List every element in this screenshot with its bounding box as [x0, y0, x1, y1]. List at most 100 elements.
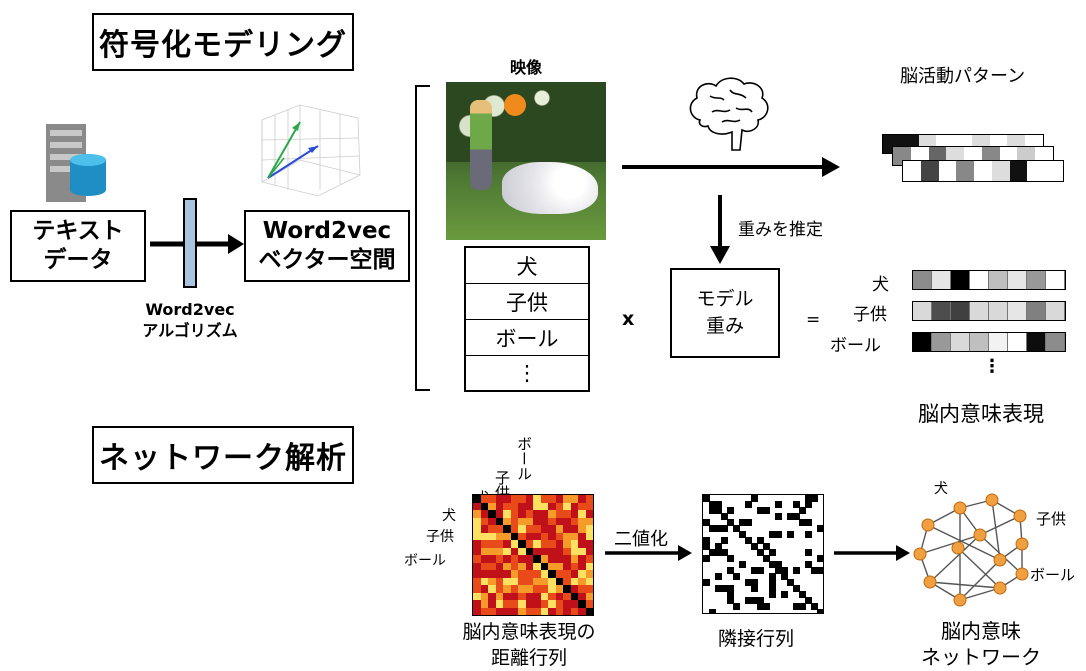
rep-cell	[989, 333, 1008, 351]
adj-cell	[715, 507, 722, 514]
heat-cell	[585, 532, 593, 541]
adj-cell	[781, 573, 788, 580]
heat-cell	[533, 532, 541, 541]
adj-cell	[769, 591, 776, 598]
heat-cell	[510, 502, 519, 511]
rep-cell	[913, 271, 932, 289]
heat-cell	[563, 547, 571, 556]
rep-cell	[1008, 333, 1027, 351]
adj-cell	[703, 579, 710, 586]
heat-cell	[495, 555, 504, 563]
heat-cell	[570, 592, 579, 601]
adj-cell	[721, 537, 728, 544]
adj-cell	[769, 549, 776, 556]
heat-cell	[488, 592, 496, 601]
heat-cell	[525, 592, 534, 601]
heat-cell	[570, 510, 579, 518]
heat-cell	[533, 502, 541, 511]
heat-cell	[563, 607, 571, 615]
heat-cell	[488, 547, 496, 556]
adj-cell	[745, 537, 752, 544]
heat-cell	[570, 532, 579, 541]
adj-cell	[727, 555, 734, 562]
heat-cell	[503, 577, 511, 586]
heat-cell	[540, 510, 549, 518]
heat-cell	[585, 540, 593, 548]
heat-cell	[578, 555, 586, 563]
adj-cell	[805, 501, 812, 508]
heat-cell	[533, 562, 541, 571]
heat-cell	[585, 555, 593, 563]
heat-cell	[473, 547, 481, 556]
matrix-caption: 脳内意味表現の 距離行列	[462, 621, 596, 669]
heat-cell	[578, 510, 586, 518]
rep-cell	[1027, 302, 1046, 320]
heat-cell	[570, 502, 579, 511]
row-label-child: 子供	[426, 529, 454, 545]
heat-cell	[473, 577, 481, 586]
rep-cell	[1027, 333, 1046, 351]
adj-cell	[745, 579, 752, 586]
heat-cell	[570, 547, 579, 556]
adj-cell	[805, 519, 812, 526]
heat-cell	[480, 600, 489, 608]
heat-cell	[480, 577, 489, 586]
adj-cell	[817, 555, 823, 562]
heat-cell	[510, 562, 519, 571]
heat-cell	[510, 577, 519, 586]
heat-cell	[555, 540, 564, 548]
adj-cell	[763, 555, 770, 562]
heat-cell	[473, 495, 481, 503]
adj-cell	[751, 585, 758, 592]
adj-cell	[799, 591, 806, 598]
adj-cell	[787, 579, 794, 586]
adj-cell	[709, 525, 716, 532]
heat-cell	[555, 517, 564, 526]
adj-cell	[703, 555, 710, 562]
adj-cell	[721, 525, 728, 532]
server-icon	[46, 124, 106, 202]
heat-cell	[555, 510, 564, 518]
heat-cell	[495, 510, 504, 518]
heat-cell	[510, 585, 519, 593]
heat-cell	[503, 555, 511, 563]
heat-cell	[540, 585, 549, 593]
heat-cell	[548, 577, 556, 586]
adj-cell	[793, 603, 800, 610]
heat-cell	[585, 502, 593, 511]
rep-cell	[932, 302, 951, 320]
heat-cell	[563, 502, 571, 511]
brain-pattern-label: 脳活動パターン	[900, 66, 1026, 87]
heat-cell	[473, 570, 481, 578]
adj-cell	[739, 561, 746, 568]
heat-cell	[548, 540, 556, 548]
heat-cell	[495, 532, 504, 541]
adj-cell	[763, 603, 770, 610]
heat-cell	[480, 525, 489, 533]
adj-cell	[703, 495, 710, 502]
adj-cell	[727, 591, 734, 598]
heat-cell	[518, 532, 526, 541]
heat-cell	[473, 585, 481, 593]
heat-cell	[480, 570, 489, 578]
adj-cell	[751, 495, 758, 502]
adj-cell	[715, 585, 722, 592]
heat-cell	[503, 592, 511, 601]
word-list: 犬 子供 ボール ⋮	[464, 246, 590, 392]
heat-cell	[510, 517, 519, 526]
heat-cell	[563, 525, 571, 533]
heat-cell	[480, 495, 489, 503]
heat-cell	[585, 525, 593, 533]
heat-cell	[563, 555, 571, 563]
adj-cell	[769, 579, 776, 586]
heat-cell	[488, 525, 496, 533]
adj-cell	[793, 513, 800, 520]
heat-cell	[585, 562, 593, 571]
rep-cell	[970, 302, 989, 320]
heat-cell	[533, 517, 541, 526]
heat-cell	[488, 562, 496, 571]
adj-cell	[733, 525, 740, 532]
heat-cell	[495, 585, 504, 593]
rep-cell	[932, 333, 951, 351]
heat-cell	[510, 570, 519, 578]
